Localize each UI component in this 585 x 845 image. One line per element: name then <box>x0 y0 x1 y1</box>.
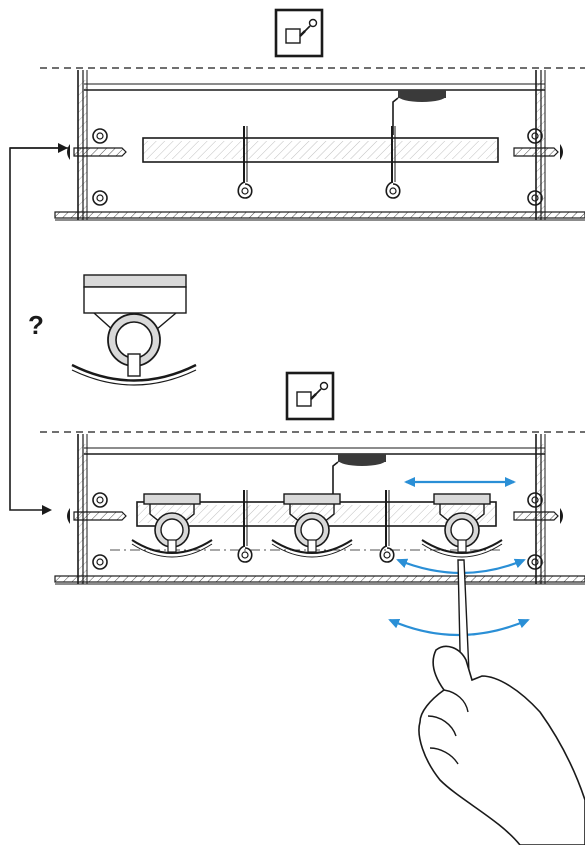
connector-arrows <box>9 143 68 515</box>
top-badge-icon <box>274 8 324 58</box>
bracket-detail <box>71 274 197 386</box>
bottom-badge-icon <box>285 371 335 421</box>
top-assembly <box>40 8 585 221</box>
rotate-arrow-lower <box>388 618 530 637</box>
hand-with-screwdriver-icon <box>418 559 585 845</box>
bottom-assembly <box>40 371 585 585</box>
question-mark: ? <box>28 310 44 340</box>
